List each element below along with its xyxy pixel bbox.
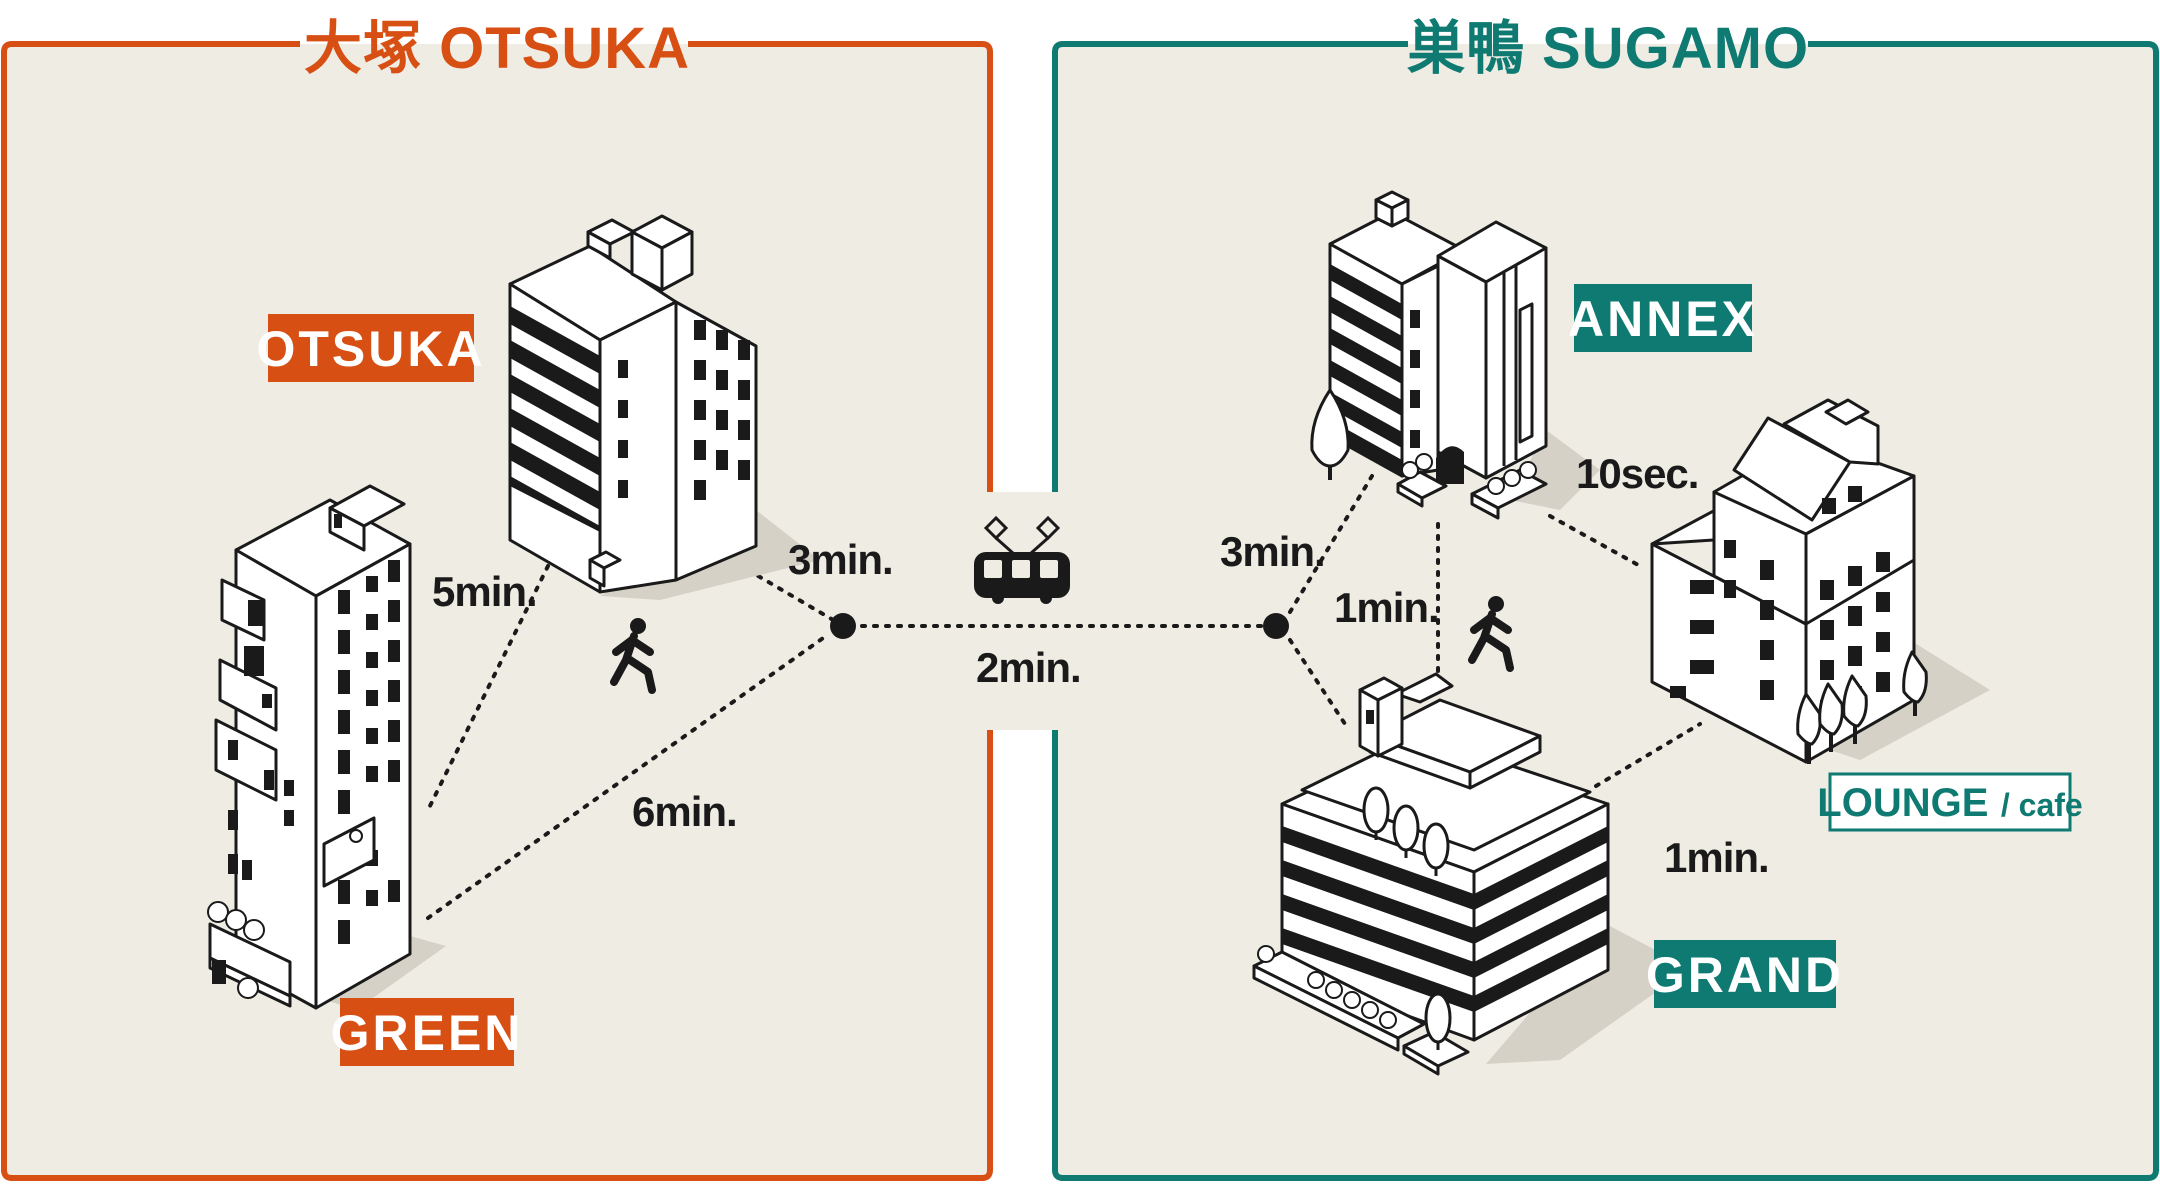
otsuka-station-dot	[830, 613, 856, 639]
time-annex-lounge: 10sec.	[1576, 450, 1698, 497]
svg-text:OTSUKA: OTSUKA	[256, 321, 485, 377]
train-strip	[985, 492, 1060, 730]
route-annex-lounge	[1548, 514, 1642, 568]
label-annex: ANNEX	[1568, 284, 1758, 352]
grand-building	[1252, 672, 1690, 1076]
svg-text:GREEN: GREEN	[331, 1005, 524, 1061]
lounge-label-text: LOUNGE	[1817, 781, 1988, 825]
svg-text:LOUNGE / cafe: LOUNGE / cafe	[1817, 781, 2082, 825]
time-station-annex: 3min.	[1220, 528, 1325, 575]
lounge-label-sub: / cafe	[2001, 787, 2083, 823]
route-station-grand	[1288, 638, 1347, 726]
label-lounge: LOUNGE / cafe	[1817, 772, 2083, 832]
time-otsuka-station: 3min.	[788, 536, 893, 583]
otsuka-building	[508, 214, 820, 600]
time-annex-grand: 1min.	[1334, 584, 1439, 631]
time-otsuka-green: 5min.	[432, 568, 537, 615]
route-otsuka-green	[426, 564, 550, 812]
label-grand: GRAND	[1646, 940, 1844, 1008]
label-green: GREEN	[331, 998, 524, 1066]
sugamo-area-title: 巣鴨 SUGAMO	[1407, 16, 1809, 81]
route-lines	[426, 474, 1702, 920]
time-train: 2min.	[976, 644, 1081, 691]
otsuka-area-title: 大塚 OTSUKA	[304, 16, 690, 81]
svg-text:ANNEX: ANNEX	[1568, 291, 1758, 347]
green-building	[207, 484, 446, 1010]
walking-person-icon-sugamo	[1468, 596, 1514, 672]
time-grand-lounge: 1min.	[1664, 834, 1769, 881]
annex-building	[1310, 190, 1600, 520]
route-otsuka-station	[746, 568, 842, 626]
lounge-building	[1650, 398, 1990, 764]
label-otsuka: OTSUKA	[256, 314, 485, 382]
sugamo-station-dot	[1263, 613, 1289, 639]
time-green-station: 6min.	[632, 788, 737, 835]
route-station-annex	[1288, 474, 1374, 614]
walking-person-icon-otsuka	[610, 618, 656, 694]
route-grand-lounge	[1594, 722, 1702, 788]
train-icon	[974, 515, 1070, 604]
svg-text:GRAND: GRAND	[1646, 947, 1844, 1003]
route-green-station	[426, 634, 828, 920]
